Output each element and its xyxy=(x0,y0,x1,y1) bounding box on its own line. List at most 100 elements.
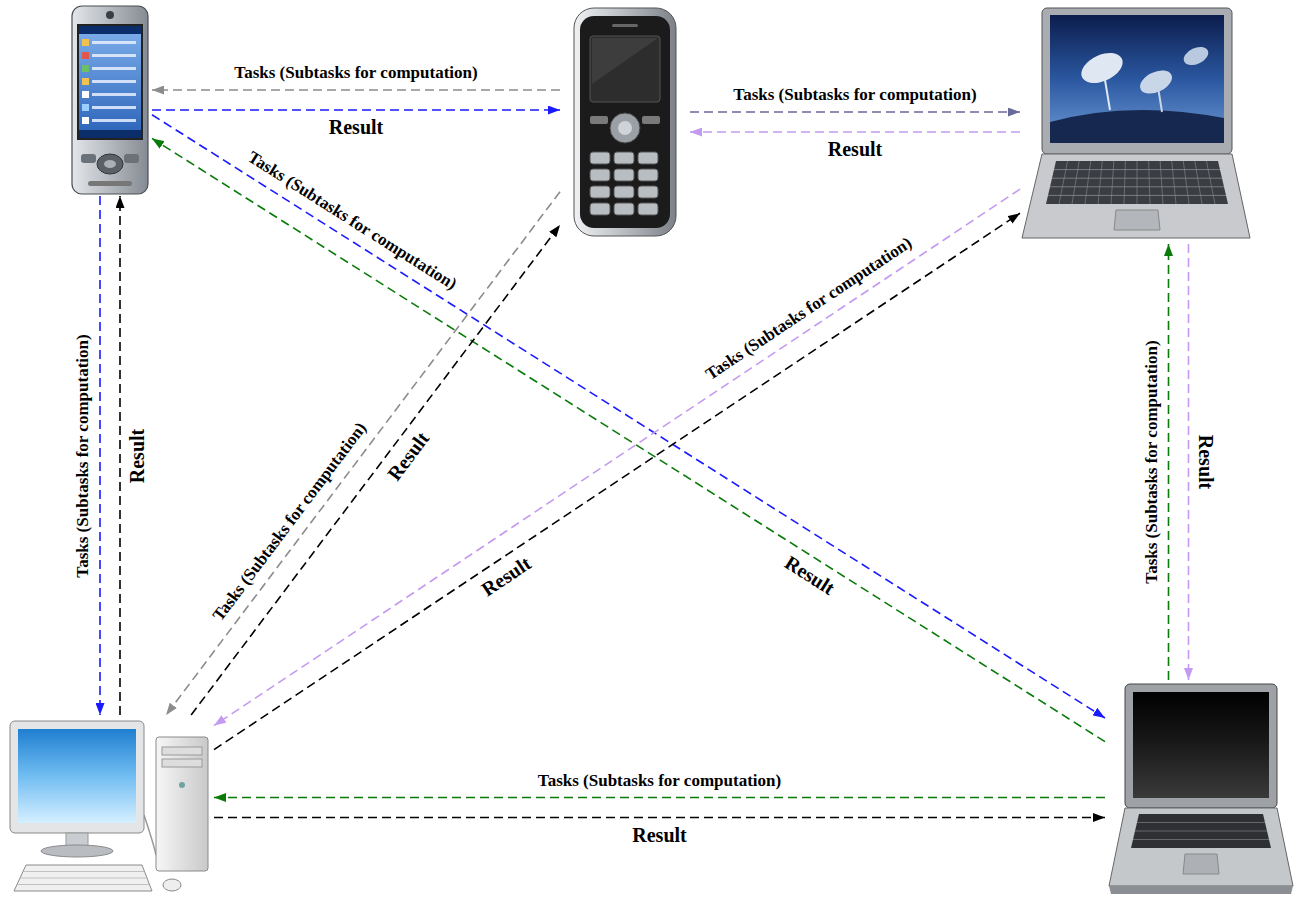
pda-screen-frame xyxy=(77,24,143,140)
desktop-screen xyxy=(18,729,136,823)
pda-icon xyxy=(82,91,89,98)
keyboard-row xyxy=(1135,831,1267,832)
keyboard-column xyxy=(1111,161,1114,204)
keyboard-column xyxy=(1160,161,1163,204)
laptop-base xyxy=(1109,808,1293,886)
pda-icon xyxy=(82,52,89,59)
keyboard-row xyxy=(17,884,150,885)
phone-screen-shine xyxy=(592,38,658,84)
connector-arrow xyxy=(166,192,560,715)
mobile-phone-device xyxy=(560,4,690,240)
edge-label: Tasks (Subtasks for computation) xyxy=(535,770,784,790)
laptop-screen xyxy=(1050,15,1224,143)
desktop-tower xyxy=(156,737,208,871)
phone-screen xyxy=(590,36,660,102)
keyboard-column xyxy=(1172,161,1176,204)
edge-label: Tasks (Subtasks for computation) xyxy=(241,146,463,297)
phone-key xyxy=(638,152,658,164)
phone-key xyxy=(614,186,634,198)
desktop-keyboard xyxy=(14,865,152,891)
pda-row xyxy=(92,119,136,122)
pda-row xyxy=(92,41,136,44)
screen-dish xyxy=(1136,66,1175,98)
screen-hill xyxy=(1050,110,1224,143)
screen-dish xyxy=(1181,43,1211,68)
pda-task-bar xyxy=(79,130,141,138)
keyboard-column xyxy=(1098,161,1102,204)
pda-icon xyxy=(82,65,89,72)
pda-icon xyxy=(82,117,89,124)
connector-arrow xyxy=(690,131,1020,133)
laptop-base xyxy=(1022,154,1250,238)
screen-dish-stem xyxy=(1104,74,1110,110)
connector-arrow xyxy=(214,817,1105,819)
laptop-device xyxy=(1105,680,1295,900)
laptop-keyboard xyxy=(1131,814,1271,848)
phone-nav-center xyxy=(618,121,632,135)
desktop-mouse xyxy=(163,879,181,891)
phone-key xyxy=(590,169,610,181)
keyboard-row xyxy=(20,878,147,879)
phone-key xyxy=(590,203,610,215)
pda-button xyxy=(81,154,96,163)
connector-arrow xyxy=(152,109,560,111)
edge-label: Result xyxy=(629,823,689,847)
screen-dish xyxy=(1077,47,1128,89)
phone-key xyxy=(638,186,658,198)
connector-arrow xyxy=(690,111,1020,113)
edge-label: Result xyxy=(125,425,149,485)
phone-key xyxy=(614,152,634,164)
phone-nav-ring xyxy=(610,113,640,143)
pda-icon xyxy=(82,104,89,111)
connector-arrow xyxy=(119,196,121,715)
pda-row xyxy=(92,54,136,57)
keyboard-row xyxy=(1133,839,1269,840)
pda-row xyxy=(92,67,136,70)
pda-body xyxy=(72,6,148,194)
phone-soft-key xyxy=(590,116,608,124)
pda-device xyxy=(68,4,152,196)
phone-key xyxy=(590,186,610,198)
desktop-cable xyxy=(144,815,156,855)
phone-earpiece xyxy=(612,24,638,27)
monitor-base xyxy=(41,845,113,857)
laptop-device-illustration xyxy=(1020,4,1252,244)
edge-label: Tasks (Subtasks for computation) xyxy=(700,232,919,387)
drive-bay xyxy=(162,747,202,755)
laptop-device xyxy=(1020,4,1252,244)
phone-key xyxy=(614,203,634,215)
connector-arrow xyxy=(152,89,560,91)
pda-dpad-center xyxy=(104,160,116,168)
pda-icon xyxy=(82,39,89,46)
laptop-keyboard xyxy=(1046,161,1228,204)
connector-arrow xyxy=(1188,244,1190,680)
laptop-lid xyxy=(1125,684,1277,808)
connector-arrow xyxy=(214,797,1105,799)
connector-arrow xyxy=(191,225,560,715)
connector-arrow xyxy=(214,213,1020,749)
keyboard-column xyxy=(1195,161,1202,204)
pda-dpad xyxy=(97,154,123,174)
keyboard-column xyxy=(1072,161,1079,204)
connector-arrow xyxy=(152,115,1105,718)
phone-key xyxy=(614,169,634,181)
pda-row xyxy=(92,80,136,83)
mobile-phone-device-illustration xyxy=(560,4,690,240)
pda-screen xyxy=(79,26,141,138)
drive-bay xyxy=(162,759,202,767)
phone-front xyxy=(580,16,670,228)
connector-arrow xyxy=(1168,244,1170,680)
edge-label: Tasks (Subtasks for computation) xyxy=(231,63,480,83)
laptop-front-edge xyxy=(1109,886,1293,894)
phone-key xyxy=(638,203,658,215)
screen-dish-stem xyxy=(1158,87,1162,112)
edge-label: Tasks (Subtasks for computation) xyxy=(1141,337,1161,586)
laptop-screen xyxy=(1133,692,1269,798)
keyboard-column xyxy=(1059,161,1068,204)
desktop-computer-device xyxy=(4,715,214,900)
connector-arrow xyxy=(99,196,101,715)
phone-soft-key xyxy=(642,116,660,124)
pda-row xyxy=(92,106,136,109)
edge-label: Result xyxy=(1194,432,1218,492)
